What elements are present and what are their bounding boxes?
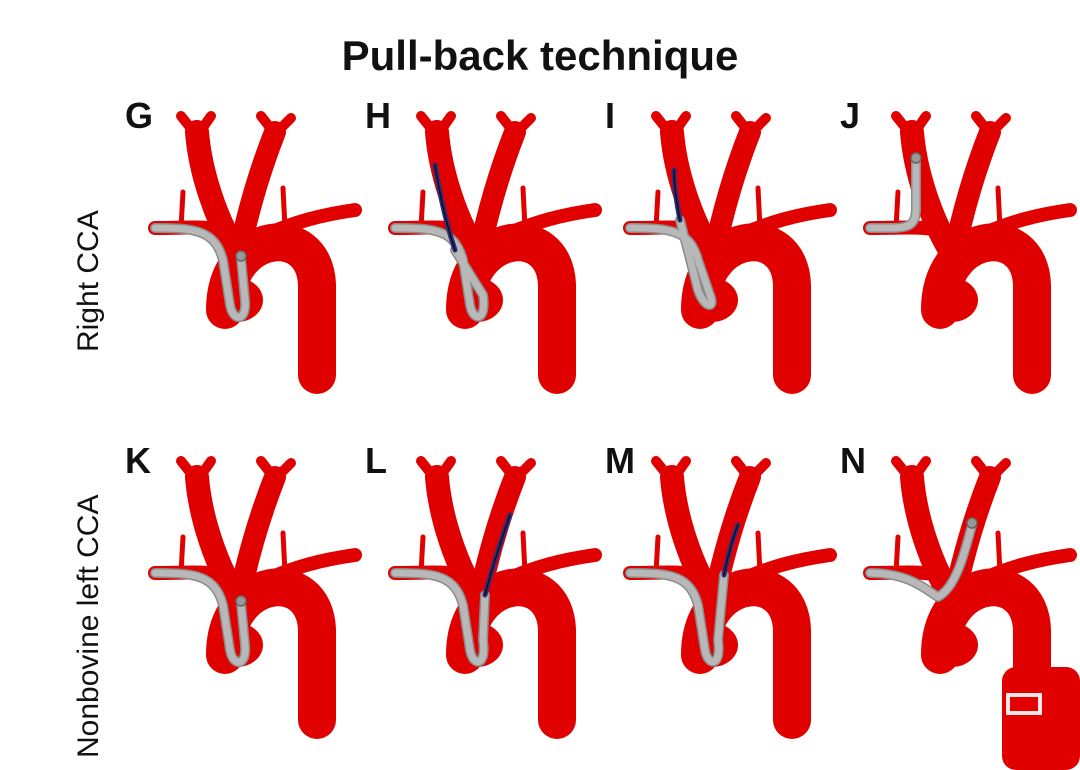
catheter-tip (966, 517, 978, 529)
panel-letter-h: H (365, 95, 391, 136)
panel-n-illustration (863, 456, 1077, 739)
panel-letter-g: G (125, 95, 154, 136)
figure-title: Pull-back technique (341, 32, 739, 79)
panel-letter-i: I (605, 95, 616, 136)
catheter (865, 520, 977, 602)
row-label-right-cca: Right CCA (72, 210, 105, 352)
panel-letter-n: N (840, 440, 866, 481)
panel-i-illustration (623, 111, 837, 394)
catheter-tip (235, 595, 247, 607)
aortic-arch (148, 456, 362, 739)
catheter (390, 223, 489, 322)
aortic-arch (388, 111, 602, 394)
panel-letter-j: J (840, 95, 861, 136)
panel-g-illustration (148, 111, 362, 394)
aortic-arch (148, 111, 362, 394)
catheter-tip (910, 152, 922, 164)
guidewire (721, 522, 741, 578)
panel-letter-l: L (365, 440, 387, 481)
aortic-arch (623, 456, 837, 739)
panel-letter-m: M (605, 440, 635, 481)
guidewire (482, 512, 513, 598)
guidewire (432, 162, 458, 253)
panel-l-illustration (388, 456, 602, 739)
panel-m-illustration (623, 456, 837, 739)
catheter (625, 215, 717, 310)
catheter (865, 155, 921, 234)
watermark-badge-icon (1002, 667, 1080, 770)
aortic-arch (863, 111, 1077, 394)
panel-j-illustration (863, 111, 1077, 394)
catheter (390, 568, 490, 667)
catheter-tip (235, 250, 247, 262)
catheter (150, 568, 251, 668)
aortic-arch (623, 111, 837, 394)
panel-k-illustration (148, 456, 362, 739)
guidewire (671, 167, 683, 223)
panel-letter-k: K (125, 440, 151, 481)
catheter (150, 223, 251, 323)
aortic-arch (388, 456, 602, 739)
catheter (625, 568, 729, 667)
panel-h-illustration (388, 111, 602, 394)
row-label-nonbovine-left-cca: Nonbovine left CCA (72, 494, 105, 758)
